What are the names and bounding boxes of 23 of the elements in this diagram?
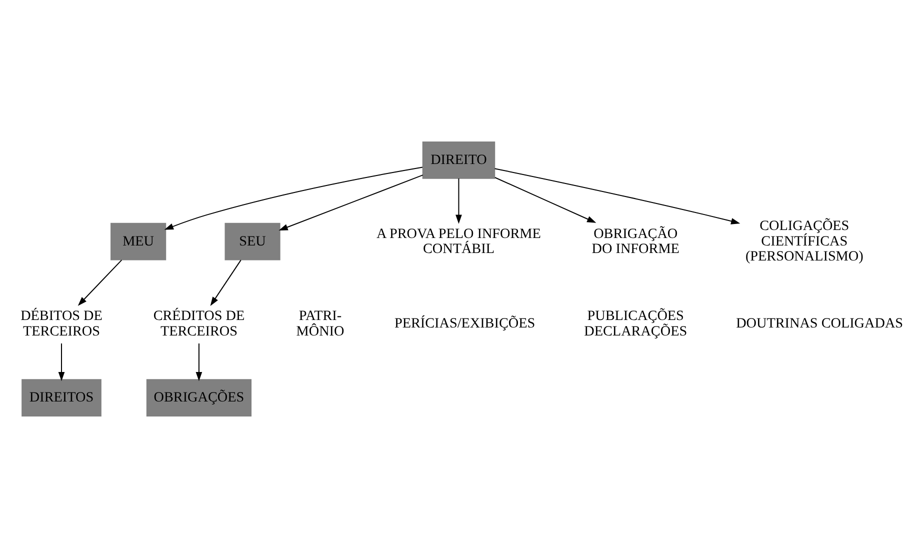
node-box: MEU — [110, 222, 166, 260]
node-text: CRÉDITOS DE TERCEIROS — [153, 308, 245, 340]
arrow — [494, 177, 596, 223]
node-box: SEU — [224, 222, 280, 260]
node-text: A PROVA PELO INFORME CONTÁBIL — [376, 226, 541, 257]
node-text: DÉBITOS DE TERCEIROS — [20, 308, 102, 340]
arrow — [456, 178, 462, 224]
label: PUBLICAÇÕES DECLARAÇÕES — [584, 308, 688, 340]
arrow — [58, 343, 65, 382]
label: DOUTRINAS COLIGADAS — [736, 316, 904, 332]
arrow — [78, 260, 122, 306]
node-box: DIREITO — [422, 142, 496, 179]
node-box: OBRIGAÇÕES — [146, 379, 252, 416]
arrow — [196, 343, 202, 382]
node-text: OBRIGAÇÃO DO INFORME — [592, 226, 680, 257]
node-box: DIREITOS — [22, 379, 102, 416]
label: PATRI- MÔNIO — [296, 308, 344, 340]
arrow — [278, 174, 423, 231]
node-text: COLIGAÇÕES CIENTÍFICAS (PERSONALISMO) — [745, 218, 864, 265]
arrow — [164, 166, 423, 230]
label: PERÍCIAS/EXIBIÇÕES — [394, 316, 536, 332]
arrow — [210, 260, 242, 306]
arrow — [494, 168, 740, 224]
